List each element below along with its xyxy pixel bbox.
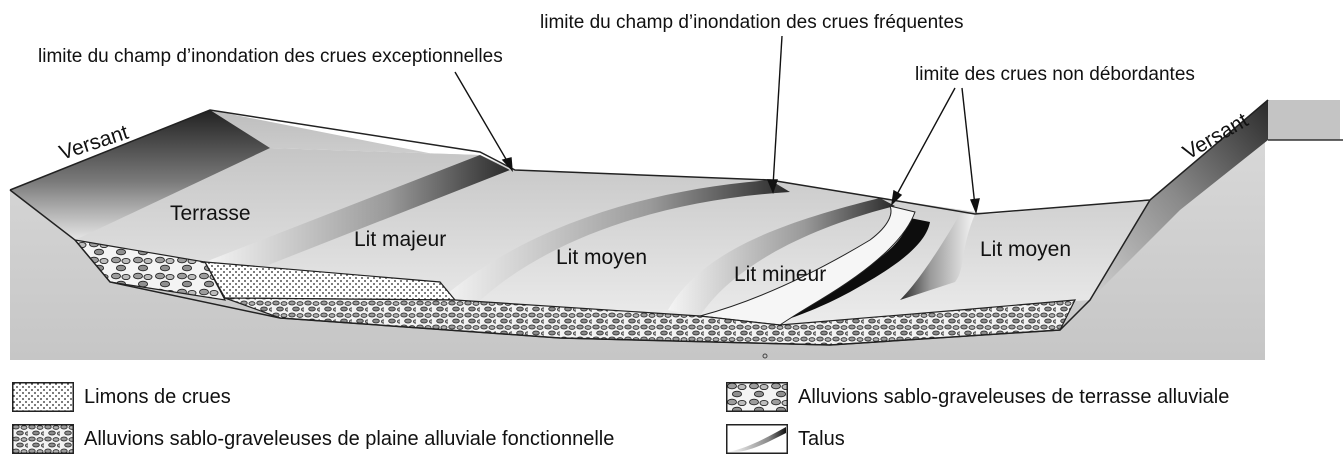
- label-lit-mineur: Lit mineur: [734, 263, 826, 286]
- talus-swatch: [726, 424, 788, 454]
- legend-limons: Limons de crues: [12, 382, 231, 412]
- limons-swatch: [12, 382, 74, 412]
- label-lit-moyen-right: Lit moyen: [980, 238, 1071, 261]
- label-frequent-floods: limite du champ d’inondation des crues f…: [540, 12, 964, 33]
- legend-alluvions-terrasse-label: Alluvions sablo-graveleuses de terrasse …: [798, 386, 1229, 409]
- label-lit-moyen-left: Lit moyen: [556, 246, 647, 269]
- versant-right-plateau: [1268, 100, 1340, 140]
- label-lit-majeur: Lit majeur: [354, 228, 446, 251]
- gravel-plain-swatch: [12, 424, 74, 454]
- gravel-terrace-swatch: [726, 382, 788, 412]
- legend-limons-label: Limons de crues: [84, 386, 231, 409]
- legend-alluvions-fonctionnelle-label: Alluvions sablo-graveleuses de plaine al…: [84, 428, 614, 451]
- label-non-overflowing: limite des crues non débordantes: [915, 64, 1195, 85]
- legend-alluvions-fonctionnelle: Alluvions sablo-graveleuses de plaine al…: [12, 424, 614, 454]
- legend-alluvions-terrasse: Alluvions sablo-graveleuses de terrasse …: [726, 382, 1229, 412]
- label-terrasse: Terrasse: [170, 202, 251, 225]
- legend-talus: Talus: [726, 424, 845, 454]
- legend-talus-label: Talus: [798, 428, 845, 451]
- label-exceptional-floods: limite du champ d’inondation des crues e…: [38, 46, 503, 67]
